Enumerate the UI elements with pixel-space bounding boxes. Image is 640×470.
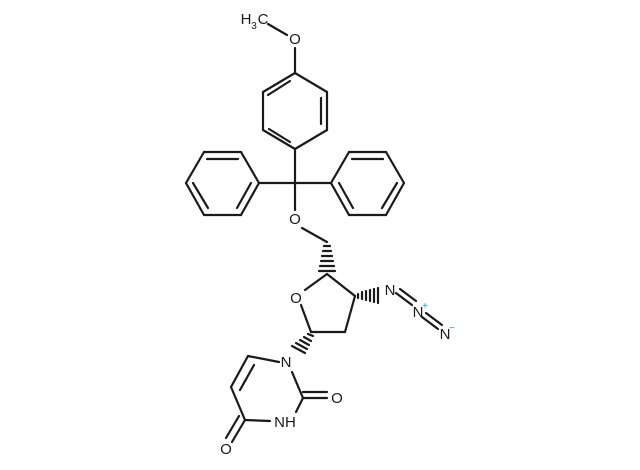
right-phenyl-ring bbox=[293, 150, 406, 217]
methoxyphenyl-ring bbox=[261, 71, 329, 151]
atom-nh: NH bbox=[274, 414, 296, 431]
charge-plus: + bbox=[422, 301, 428, 312]
left-phenyl-ring bbox=[184, 150, 297, 217]
atom-o-trityl: O bbox=[289, 211, 301, 228]
atom-labels: O H 3 C O O N N + N − N O NH O bbox=[220, 11, 455, 458]
bond-o-to-ch2 bbox=[300, 226, 329, 244]
atom-o-c4: O bbox=[220, 441, 232, 458]
atom-ch3-c: C bbox=[258, 11, 269, 28]
uracil-ring bbox=[224, 354, 329, 444]
azide-group bbox=[394, 287, 444, 331]
hashed-wedge-c4 bbox=[317, 244, 337, 273]
deoxyribose-ring bbox=[299, 244, 357, 334]
atom-o-methoxy: O bbox=[289, 31, 301, 48]
atom-n-azide-2: N bbox=[413, 304, 424, 321]
atom-ch3-subscript: 3 bbox=[251, 21, 257, 32]
atom-n-azide-1: N bbox=[385, 282, 396, 299]
methoxy-group bbox=[266, 22, 297, 75]
atom-o-c2: O bbox=[331, 390, 343, 407]
hashed-wedge-c1 bbox=[290, 332, 315, 355]
atom-o-ring: O bbox=[290, 290, 302, 307]
atom-ch3-h: H bbox=[241, 11, 252, 28]
atom-n1-uracil: N bbox=[281, 354, 292, 371]
hashed-wedge-c3 bbox=[356, 286, 380, 305]
charge-minus: − bbox=[449, 323, 455, 334]
atom-n-azide-3: N bbox=[440, 326, 451, 343]
